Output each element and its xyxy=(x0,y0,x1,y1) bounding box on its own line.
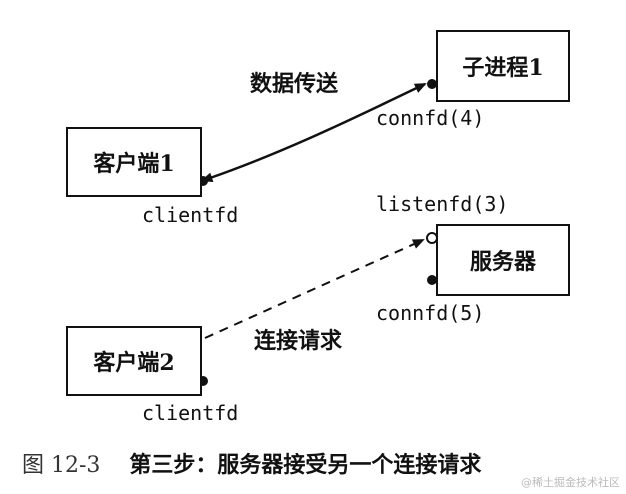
child-process-label: 子进程1 xyxy=(462,55,544,81)
server-label: 服务器 xyxy=(469,249,536,275)
connection-request-label: 连接请求 xyxy=(254,329,343,354)
connfd5-label: connfd(5) xyxy=(376,301,485,325)
client2-box: 客户端2 xyxy=(66,326,202,396)
listenfd-label: listenfd(3) xyxy=(376,192,509,216)
child-process-box: 子进程1 xyxy=(436,30,570,102)
client1-label: 客户端1 xyxy=(93,151,175,177)
clientfd2-label: clientfd xyxy=(142,401,239,425)
server-box: 服务器 xyxy=(436,224,570,296)
connfd4-dot xyxy=(427,79,437,89)
connfd5-dot xyxy=(427,275,437,285)
figure-number: 图 12-3 xyxy=(22,453,101,478)
data-transfer-arrow xyxy=(200,82,427,183)
figure-caption: 图 12-3 第三步：服务器接受另一个连接请求 xyxy=(22,447,481,479)
client2-label: 客户端2 xyxy=(93,350,175,376)
data-transfer-label: 数据传送 xyxy=(250,72,339,97)
figure-caption-text: 第三步：服务器接受另一个连接请求 xyxy=(129,453,482,478)
clientfd1-label: clientfd xyxy=(142,203,239,227)
connfd4-label: connfd(4) xyxy=(376,106,485,130)
client1-box: 客户端1 xyxy=(66,127,202,197)
connection-request-arrow xyxy=(204,239,425,339)
watermark: @稀土掘金技术社区 xyxy=(521,476,620,489)
